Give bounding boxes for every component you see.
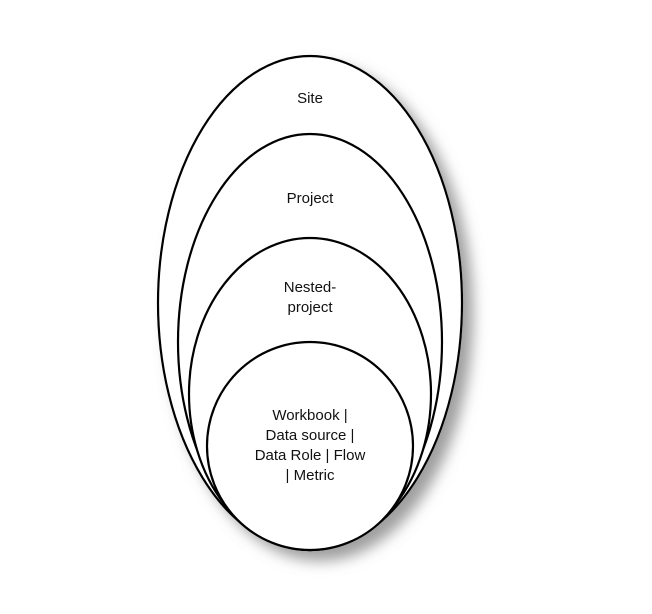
nested-project-label: Nested- project (283, 279, 337, 316)
site-label: Site (297, 90, 323, 107)
content-label: Workbook | Data source | Data Role | Flo… (254, 407, 366, 484)
content-circle (205, 340, 415, 552)
project-label: Project (286, 190, 334, 207)
